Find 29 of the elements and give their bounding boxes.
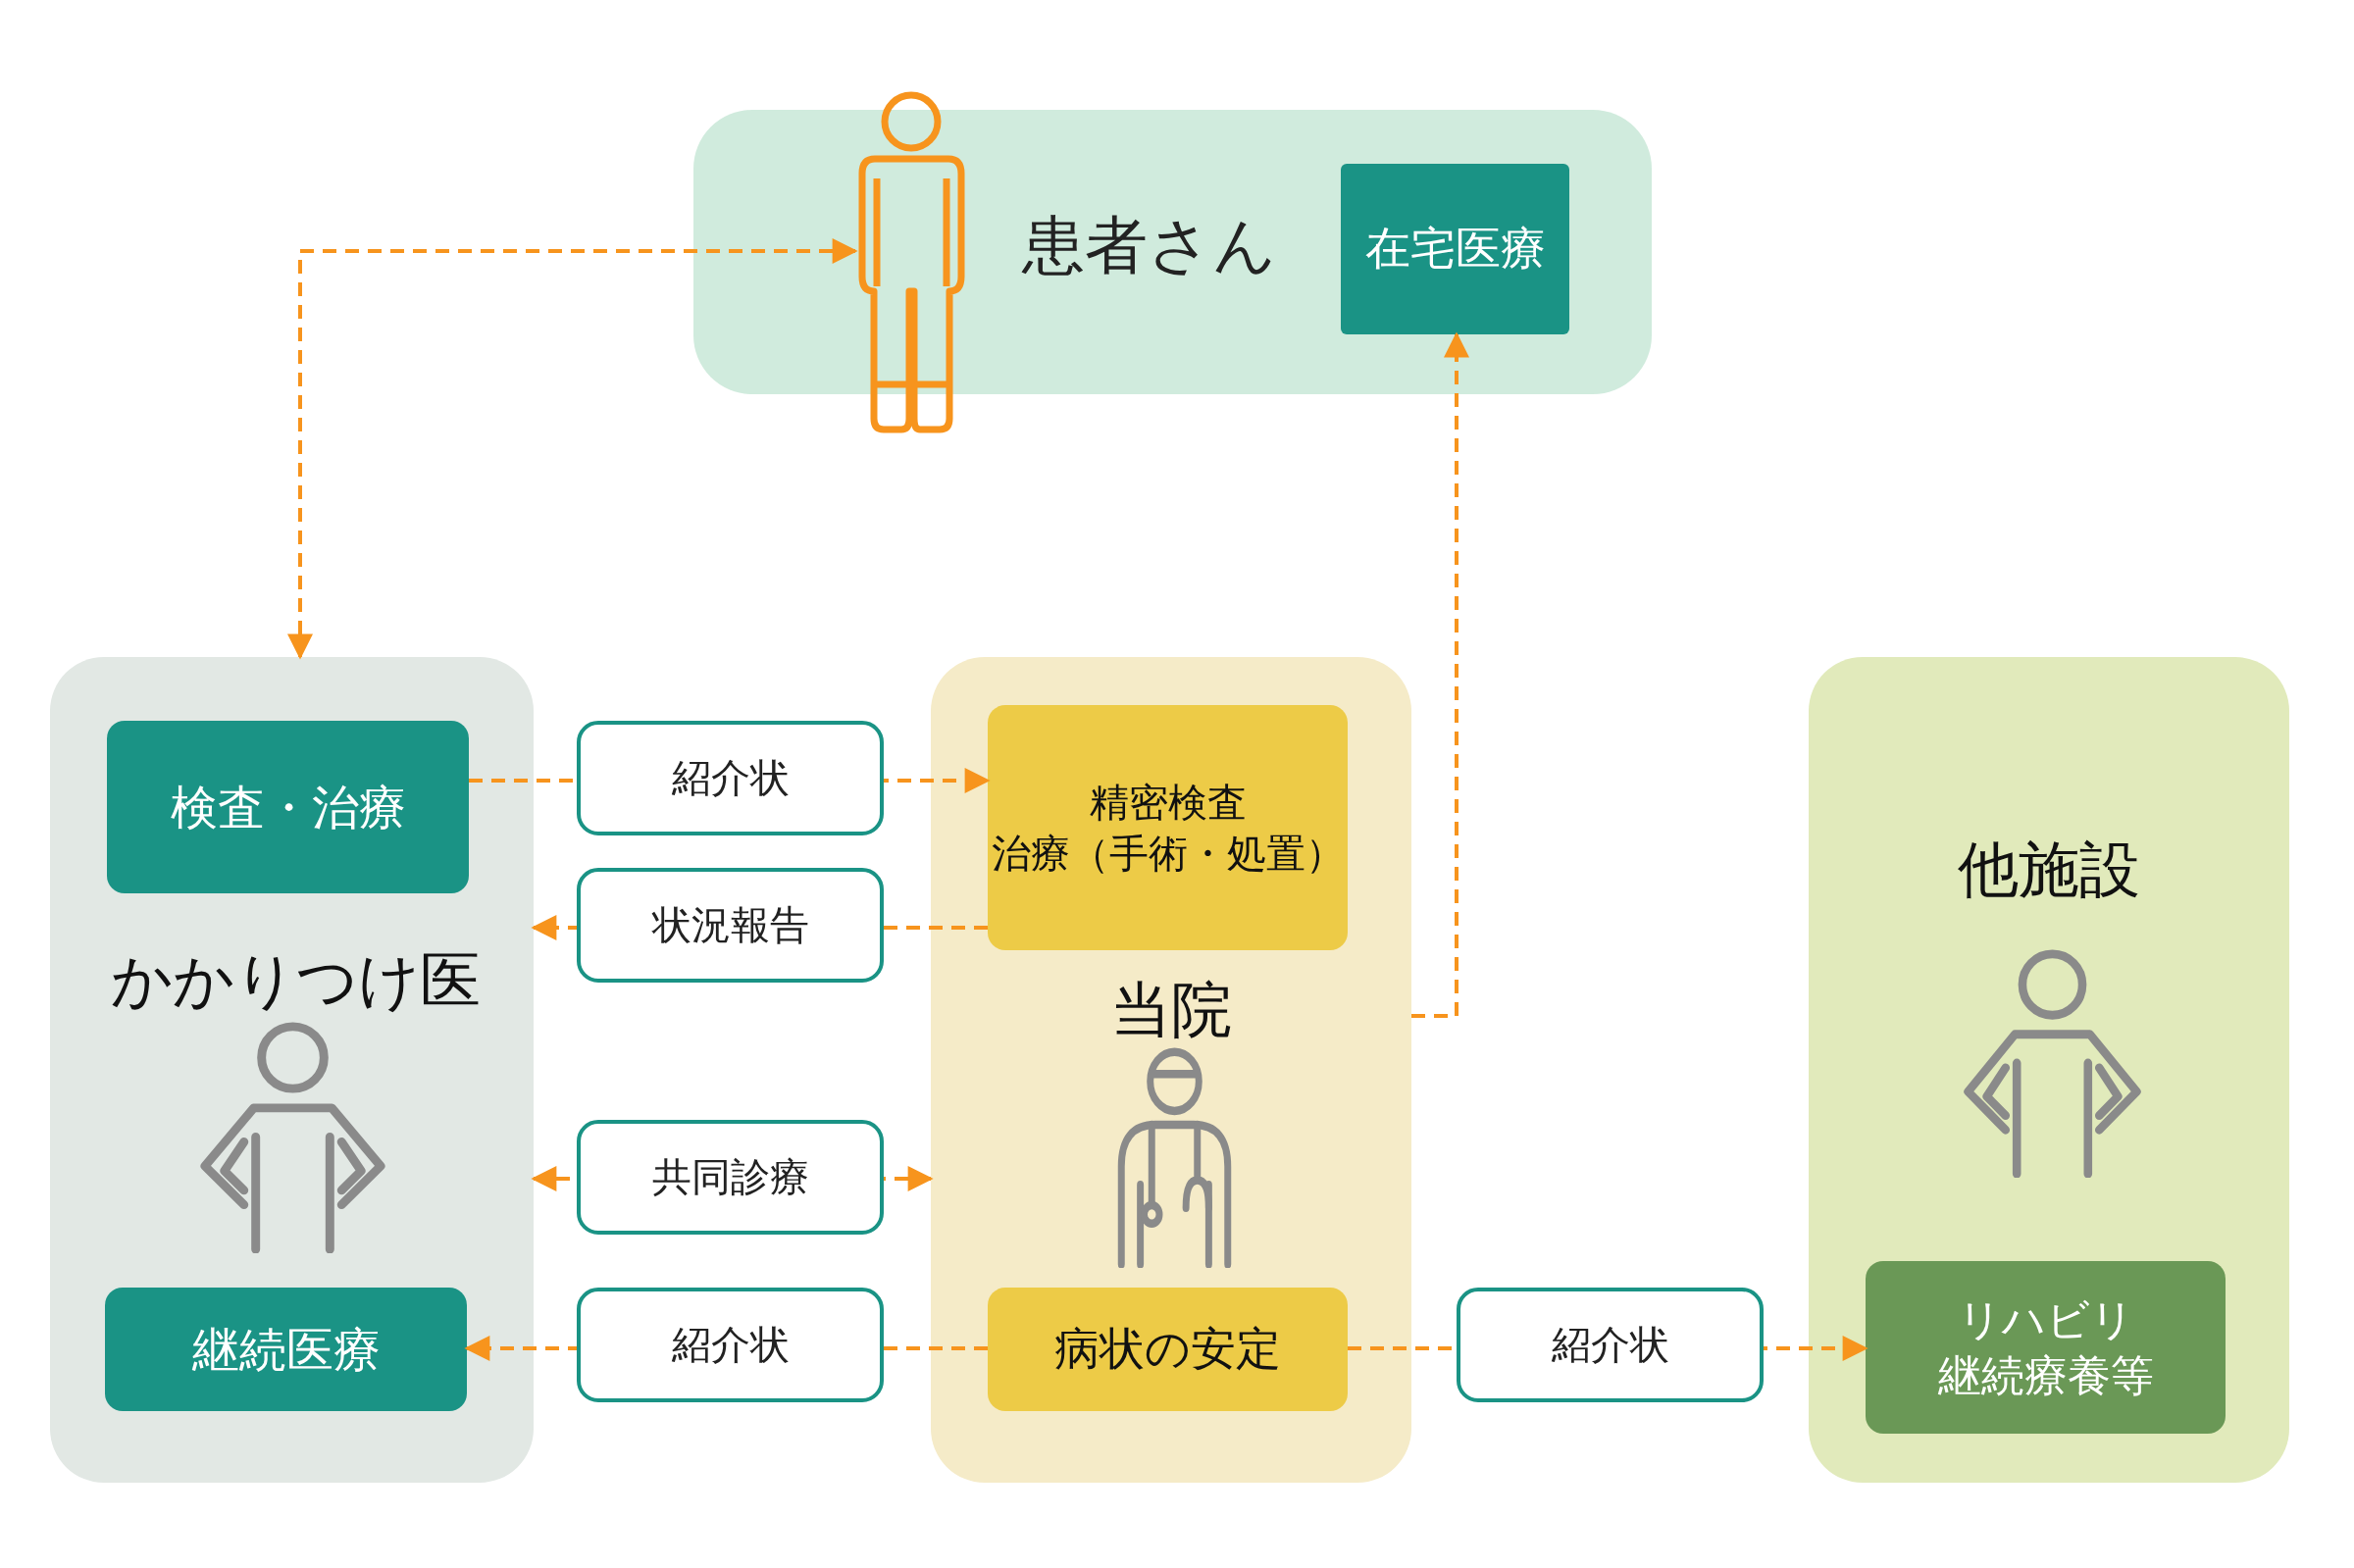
group-title: 当院 <box>1109 973 1233 1047</box>
box-label: 検査・治療 <box>170 778 406 836</box>
group-panel <box>693 110 1652 394</box>
group-panel <box>1809 657 2289 1483</box>
edge-label: 状況報告 <box>577 868 884 983</box>
process-box <box>988 705 1348 950</box>
box-label: 在宅医療 <box>1364 221 1546 278</box>
process-box <box>1866 1261 2226 1434</box>
group-title: 他施設 <box>1957 833 2141 907</box>
dashed-arrow <box>287 238 858 660</box>
group-panel <box>931 657 1411 1483</box>
group-title: かかりつけ医 <box>109 943 482 1018</box>
process-box <box>105 1288 467 1411</box>
box-label: リハビリ <box>1957 1292 2134 1346</box>
edge-label: 紹介状 <box>1457 1288 1764 1402</box>
edge-label: 紹介状 <box>577 721 884 835</box>
edge-label: 紹介状 <box>577 1288 884 1402</box>
dashed-arrow <box>1411 331 1469 1018</box>
group-panel <box>50 657 534 1483</box>
process-box <box>1341 164 1569 334</box>
box-label: 継続療養等 <box>1937 1349 2154 1402</box>
box-label: 精密検査 <box>1089 779 1247 827</box>
box-label: 継続医療 <box>191 1320 381 1379</box>
box-label: 治療（手術・処置） <box>991 830 1345 878</box>
process-box <box>107 721 469 893</box>
box-label: 病状の安定 <box>1054 1321 1281 1378</box>
edge-label: 共同診療 <box>577 1120 884 1235</box>
group-title: 患者さん <box>1020 208 1278 283</box>
process-box <box>988 1288 1348 1411</box>
